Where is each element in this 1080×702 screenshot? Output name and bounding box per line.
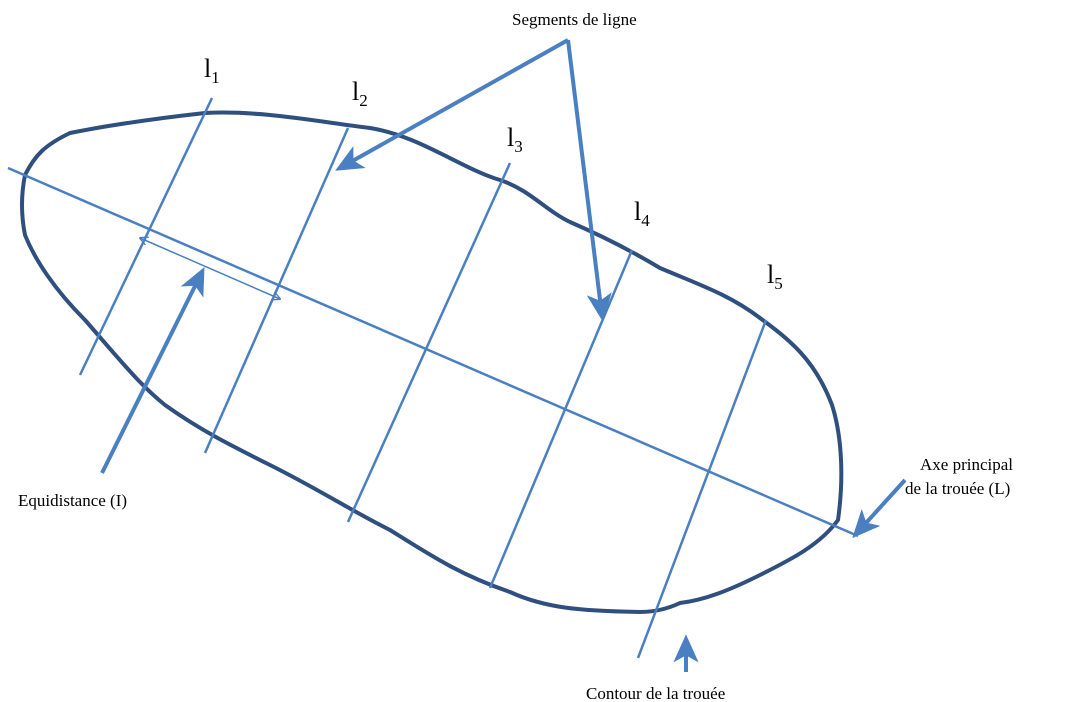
axis-label-line-2: de la trouée (L) <box>905 479 1010 498</box>
segment-line-2 <box>203 127 350 454</box>
segments-arrow-left <box>335 38 569 171</box>
axis-label-line-1: Axe principal <box>920 455 1013 474</box>
equidistance-arrow <box>140 238 280 299</box>
equidistance-callout-arrow <box>100 266 205 474</box>
segment-line-5 <box>636 319 768 659</box>
contour-label: Contour de la trouée <box>586 684 725 702</box>
segment-label-2: l2 <box>352 77 368 110</box>
segment-label-5: l5 <box>767 260 783 293</box>
gap-contour <box>20 110 844 614</box>
segments-arrow-right <box>566 39 612 322</box>
segment-label-3: l3 <box>507 123 523 156</box>
segment-label-1: l1 <box>204 54 220 87</box>
segment-line-4 <box>488 249 634 589</box>
segment-label-4: l4 <box>634 197 650 230</box>
main-axis-line <box>7 166 859 538</box>
axis-callout-arrow <box>852 478 907 539</box>
segment-line-3 <box>346 162 512 523</box>
segments-label: Segments de ligne <box>512 10 637 29</box>
equidistance-label: Equidistance (I) <box>18 491 127 510</box>
segment-line-1 <box>78 97 214 376</box>
